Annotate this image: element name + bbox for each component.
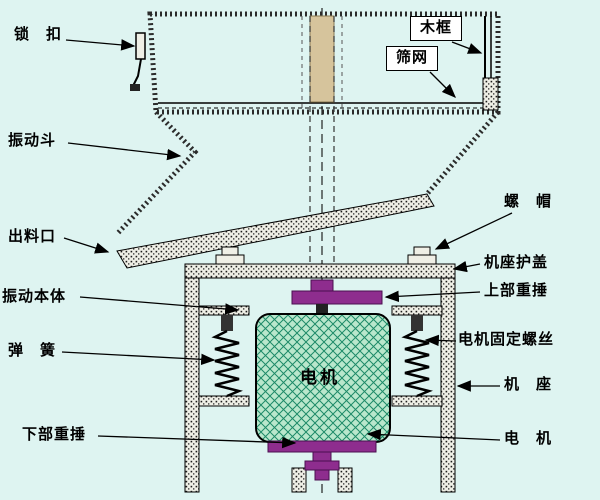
label-wood-frame: 木框	[410, 16, 463, 41]
base-left-wall	[184, 277, 200, 493]
right-spring-bolt	[411, 315, 423, 331]
hopper	[115, 110, 500, 269]
label-hopper: 振动斗	[8, 132, 57, 149]
lower-shaft-tip	[314, 469, 330, 481]
leader-spring	[61, 351, 216, 366]
left-spring-bolt	[221, 315, 233, 331]
label-vibration-body: 振动本体	[2, 288, 67, 305]
label-nut: 螺 帽	[504, 193, 553, 210]
mesh-corner-block	[482, 77, 499, 111]
right-shelf	[391, 395, 443, 407]
leader-upper-weight	[384, 290, 481, 303]
discharge-tray	[116, 193, 435, 269]
label-motor-center: 电机	[300, 368, 340, 387]
label-outlet: 出料口	[8, 228, 57, 245]
left-spring	[211, 329, 243, 398]
leader-outlet	[63, 237, 110, 254]
upper-shaft-connector	[316, 304, 328, 315]
leader-vibration-body	[79, 296, 240, 315]
leader-lines	[61, 39, 513, 449]
leader-base-cover	[452, 260, 481, 273]
bottom-stub-right	[337, 467, 353, 493]
base-top-plate	[184, 263, 456, 279]
label-motor-screw: 电机固定螺丝	[458, 331, 555, 348]
hopper-right-wall	[425, 110, 500, 196]
label-upper-weight: 上部重捶	[484, 282, 549, 299]
leader-wood-frame	[451, 41, 483, 54]
label-base: 机 座	[504, 376, 553, 393]
motor-assembly	[255, 279, 391, 481]
leader-nut	[434, 212, 513, 250]
upper-weight-cap	[310, 279, 334, 292]
upper-weight-bar	[291, 290, 383, 305]
base-right-wall	[440, 277, 456, 493]
right-bracket	[391, 305, 443, 316]
leader-motor-screw	[424, 334, 457, 347]
bottom-stub-left	[291, 467, 307, 493]
right-spring	[401, 329, 433, 398]
left-nut-assembly	[215, 246, 245, 265]
leader-mesh	[429, 71, 457, 99]
leader-lower-weight	[97, 435, 297, 449]
label-motor-side: 电 机	[504, 430, 553, 447]
machine-base	[184, 246, 456, 493]
right-nut-assembly	[407, 246, 437, 265]
leader-motor	[366, 428, 501, 441]
label-mesh: 筛网	[386, 46, 439, 71]
lock-latch	[130, 32, 146, 91]
leader-lock	[65, 39, 136, 51]
label-lock: 锁 扣	[14, 26, 63, 43]
label-spring: 弹 簧	[8, 342, 57, 359]
hopper-left-wall	[115, 110, 199, 236]
center-post	[309, 15, 335, 103]
leader-hopper	[67, 142, 182, 161]
label-lower-weight: 下部重捶	[22, 426, 87, 443]
left-shelf	[198, 395, 250, 407]
lower-shaft-flange	[304, 460, 340, 471]
label-base-cover: 机座护盖	[484, 254, 549, 271]
